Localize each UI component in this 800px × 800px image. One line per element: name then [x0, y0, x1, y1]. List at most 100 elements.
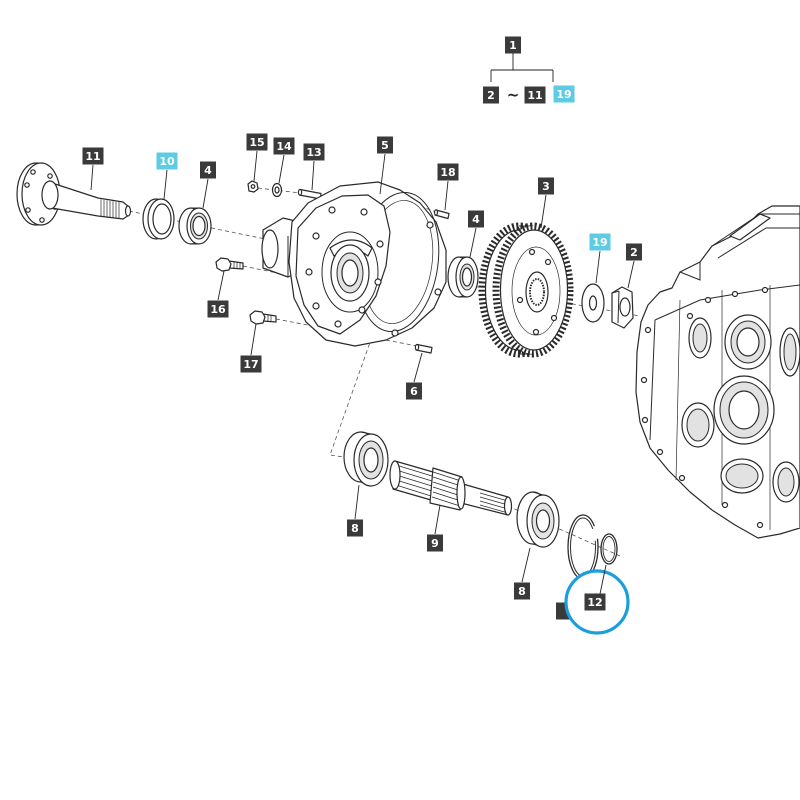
callout-12[interactable]: 12	[584, 593, 606, 611]
leader-10	[163, 169, 168, 200]
callout-number: 11	[85, 150, 100, 163]
leader-14	[278, 154, 285, 184]
callout-14[interactable]: 14	[273, 137, 295, 155]
shaft-end	[124, 205, 132, 217]
snap-ring-inner	[570, 517, 596, 577]
callout-13[interactable]: 13	[303, 143, 325, 161]
flange-hole	[47, 173, 53, 179]
shaft-bearing-right	[516, 491, 560, 548]
callout-box	[427, 534, 443, 552]
bolt-head	[249, 310, 266, 325]
callout-15[interactable]: 15	[246, 133, 268, 151]
leader-11	[90, 164, 94, 191]
seal-lip	[152, 203, 172, 235]
callout-number: 12	[587, 596, 602, 609]
housing-cavity	[321, 231, 379, 313]
callout-19[interactable]: 19	[589, 233, 611, 251]
callout-box	[246, 133, 268, 151]
shaft-end-left	[389, 460, 401, 490]
callout-4-right[interactable]: 4	[468, 210, 484, 228]
housing-lug-hole	[391, 329, 399, 337]
bolt-hole	[360, 208, 368, 216]
stud-pin	[297, 188, 322, 200]
gear-spline-bore	[529, 278, 545, 306]
callout-number: 13	[306, 146, 321, 159]
callout-number: 5	[381, 139, 389, 152]
callout-3[interactable]: 3	[538, 177, 554, 195]
axis-bolt-16	[242, 265, 293, 277]
housing-bore-6-inner	[783, 333, 797, 371]
callout-number: 8	[351, 522, 359, 535]
callout-10[interactable]: 10	[156, 152, 178, 170]
callout-16[interactable]: 16	[207, 300, 229, 318]
bolt-hole	[704, 296, 712, 304]
callout-number: 16	[210, 303, 226, 316]
flange-hole	[25, 207, 31, 213]
pump-housing	[261, 181, 447, 347]
callout-parent[interactable]: 1	[505, 36, 521, 54]
flange-shaft	[16, 162, 132, 226]
callout-number: 4	[204, 164, 212, 177]
gear-hole	[544, 258, 552, 266]
washer	[581, 283, 605, 323]
callout-number: 6	[410, 385, 418, 398]
callouts: 11 10 4 15 14 13 5 18 3 4 19 2 16 17 6 8…	[82, 133, 642, 635]
bolt-hole	[656, 448, 664, 456]
housing-bolt-holes	[305, 206, 384, 328]
housing-bore-7-inner	[777, 467, 795, 497]
callout-number: 14	[276, 140, 292, 153]
leader-2	[627, 260, 635, 289]
callout-9[interactable]: 9	[427, 534, 443, 552]
shaft-spline-lines	[395, 464, 433, 497]
shaft-gear-teeth	[431, 471, 462, 507]
callout-number: 17	[243, 358, 258, 371]
leader-5	[379, 153, 386, 195]
shaft-spline-right	[460, 483, 509, 516]
housing-face-edge	[649, 284, 800, 441]
callout-range-end[interactable]: 11	[524, 86, 546, 104]
dowel-pin-upper	[433, 209, 450, 220]
callout-4[interactable]: 4	[200, 161, 216, 179]
shaft-collar-end	[456, 476, 466, 510]
legend-separator: ~	[507, 86, 520, 104]
bolt-hole	[305, 268, 313, 276]
callout-range-start[interactable]: 2	[483, 86, 499, 104]
callout-box	[377, 136, 393, 154]
callout-number: 19	[556, 88, 571, 101]
shaft-splines	[100, 199, 120, 219]
leader-4b	[469, 227, 477, 258]
leader-9	[434, 504, 441, 535]
gear-hole	[532, 328, 540, 336]
callout-2[interactable]: 2	[626, 243, 642, 261]
nut-hole	[250, 184, 256, 189]
callout-17[interactable]: 17	[240, 355, 262, 373]
housing-bore-4-inner	[725, 463, 759, 489]
bolt-hole	[761, 286, 769, 294]
bolt-hole	[358, 306, 366, 314]
bearing-bore	[535, 509, 551, 533]
callout-box	[200, 161, 216, 179]
bolt-hole	[376, 240, 384, 248]
callout-number: 11	[527, 89, 542, 102]
leader-8b	[521, 547, 531, 583]
housing-lug-hole	[434, 288, 442, 296]
callout-5[interactable]: 5	[377, 136, 393, 154]
callout-extra[interactable]: 19	[553, 85, 575, 103]
callout-18[interactable]: 18	[437, 163, 459, 181]
callout-number: 4	[472, 213, 480, 226]
callout-box	[589, 233, 611, 251]
callout-8[interactable]: 8	[347, 519, 363, 537]
callout-box	[82, 147, 104, 165]
drive-gear	[478, 222, 574, 358]
callout-box	[483, 86, 499, 104]
gear-hole	[516, 296, 524, 304]
callout-6[interactable]: 6	[406, 382, 422, 400]
housing-bore-1-core	[736, 327, 760, 357]
callout-8-right[interactable]: 8	[514, 582, 530, 600]
callout-11[interactable]: 11	[82, 147, 104, 165]
callout-number: 9	[431, 537, 439, 550]
callout-box	[538, 177, 554, 195]
bearing-bore	[363, 447, 379, 473]
seal-ring	[142, 198, 175, 240]
callout-box	[505, 36, 521, 54]
